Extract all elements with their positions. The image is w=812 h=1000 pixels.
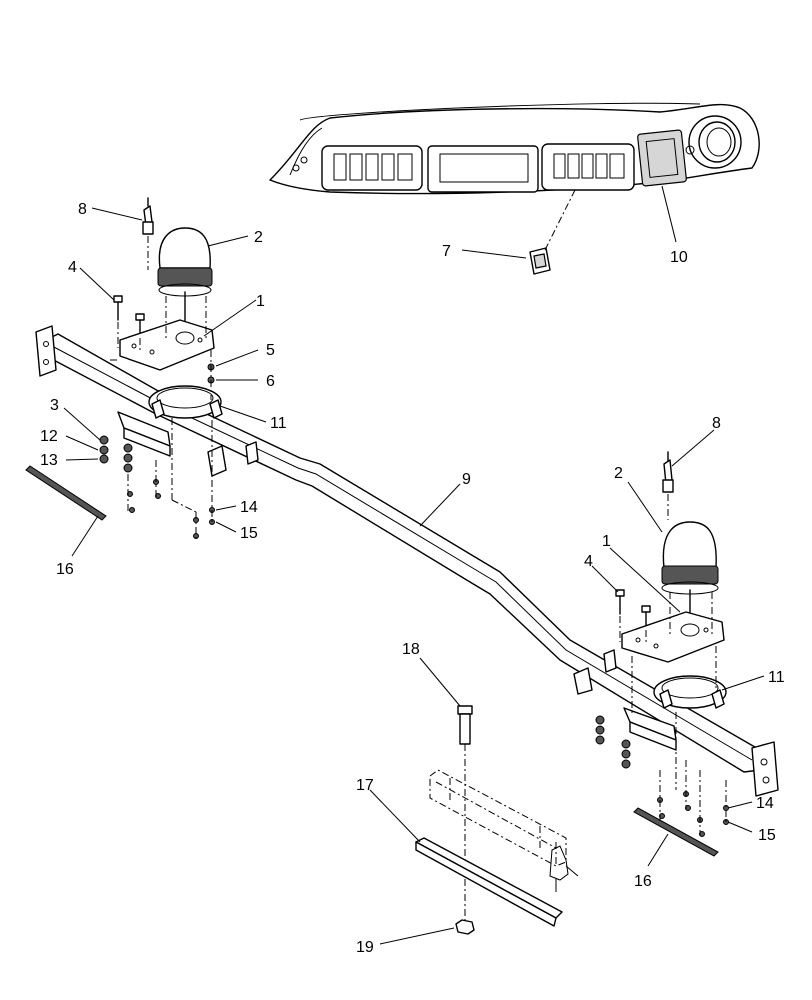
right-beacon-assembly [595,451,729,837]
callout-11-right: 11 [768,669,785,686]
callout-17: 17 [356,777,374,794]
left-seal-strip [25,465,107,521]
callout-7: 7 [442,243,451,260]
callout-12: 12 [40,428,58,445]
leader-lines [63,185,765,945]
callout-8-left: 8 [78,201,87,218]
cab-roof-console [269,102,760,195]
callout-2-left: 2 [254,229,263,246]
callout-15-left: 15 [240,525,258,542]
callout-14-right: 14 [756,795,774,812]
callout-18: 18 [402,641,420,658]
right-seal-strip [633,807,719,857]
callout-1-right: 1 [602,533,611,550]
callout-13: 13 [40,452,58,469]
callout-16-left: 16 [56,561,74,578]
beacon-mounting-beam [35,325,779,797]
rocker-switch [529,247,551,275]
callout-11-left: 11 [270,415,287,432]
callout-9: 9 [462,471,471,488]
callout-16-right: 16 [634,873,652,890]
callout-10: 10 [670,249,688,266]
callout-1-left: 1 [256,293,265,310]
callout-4-right: 4 [584,553,593,570]
callout-8-right: 8 [712,415,721,432]
callout-5: 5 [266,342,275,359]
callout-labels: 8 2 4 1 5 6 11 3 12 13 16 14 15 9 7 10 8… [40,201,785,956]
lower-support-assembly [415,705,579,935]
callout-4-left: 4 [68,259,77,276]
callout-3: 3 [50,397,59,414]
callout-2-right: 2 [614,465,623,482]
left-beacon-assembly [99,197,223,540]
callout-14-left: 14 [240,499,258,516]
callout-6: 6 [266,373,275,390]
callout-19: 19 [356,939,374,956]
callout-15-right: 15 [758,827,776,844]
